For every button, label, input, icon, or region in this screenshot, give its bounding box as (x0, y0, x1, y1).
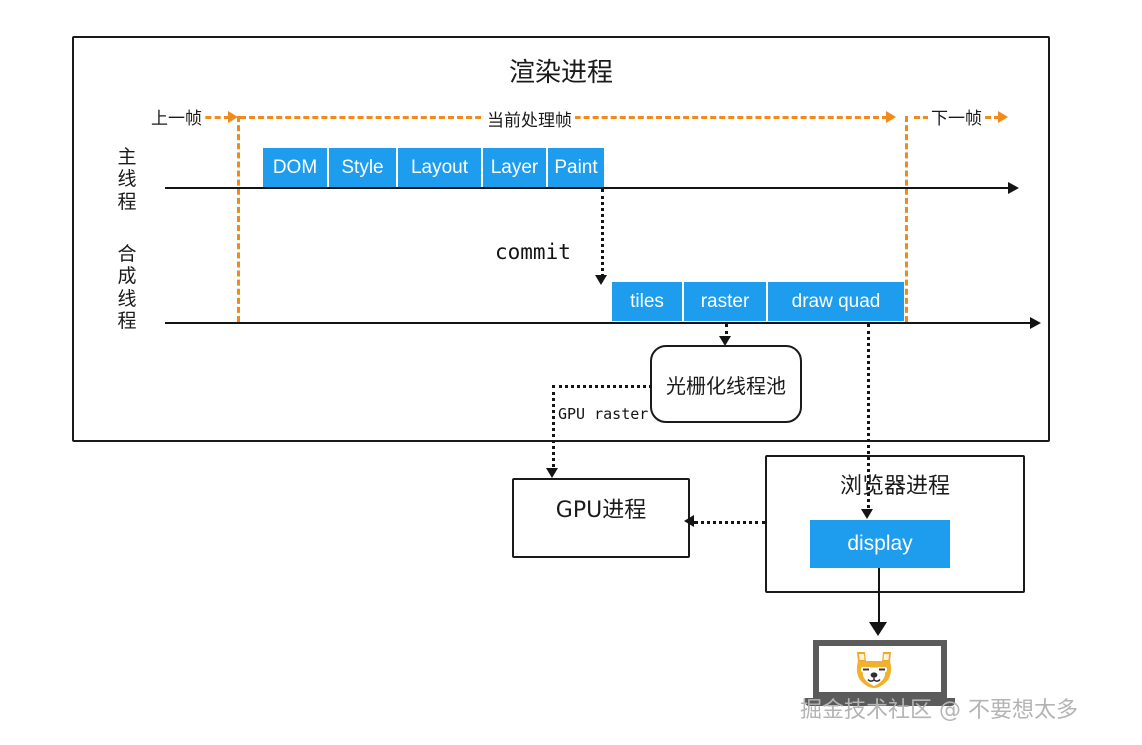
laptop-icon (805, 640, 955, 712)
previous-frame-arrow-icon (228, 111, 238, 123)
main-thread-timeline-arrow-icon (1008, 182, 1019, 194)
gpu-raster-horizontal-connector (552, 385, 652, 388)
compositor-thread-timeline (165, 322, 1035, 324)
laptop-base (805, 698, 955, 706)
display-box: display (810, 520, 950, 568)
compositor-stage-tiles: tiles (612, 282, 684, 321)
next-frame-arrow-icon (998, 111, 1008, 123)
gpu-raster-arrow-icon (546, 468, 558, 478)
compositor-thread-label: 合成线程 (114, 243, 140, 333)
thread-label-char: 合 (117, 243, 137, 265)
commit-label: commit (495, 240, 571, 264)
display-to-screen-arrow-icon (869, 622, 887, 636)
current-frame-label: 当前处理帧 (484, 106, 575, 131)
browser-to-gpu-connector (694, 521, 766, 524)
watermark-text: 掘金技术社区 @ 不要想太多 (800, 698, 1078, 723)
main-stage-style: Style (329, 148, 398, 187)
render-process-title: 渲染进程 (508, 58, 613, 88)
gpu-raster-label: GPU raster (558, 405, 649, 423)
draw-quad-to-display-connector (867, 324, 870, 514)
gpu-raster-vertical-connector (552, 385, 555, 473)
compositor-stage-raster: raster (684, 282, 768, 321)
browser-process-label: 浏览器进程 (839, 474, 950, 499)
rasterization-thread-pool-box (650, 345, 802, 423)
gpu-process-label: GPU进程 (555, 498, 647, 523)
frame-boundary-left (237, 116, 240, 322)
thread-label-char: 线 (117, 287, 137, 310)
main-stage-layer: Layer (483, 148, 548, 187)
main-thread-label: 主线程 (114, 146, 140, 213)
main-stage-paint: Paint (548, 148, 604, 187)
compositor-stage-draw-quad: draw quad (768, 282, 904, 321)
thread-label-char: 线 (117, 168, 137, 191)
thread-label-char: 主 (117, 146, 137, 168)
laptop-screen (813, 640, 947, 698)
frame-boundary-right (905, 116, 908, 322)
rasterization-thread-pool-label: 光栅化线程池 (666, 374, 786, 398)
main-stage-layout: Layout (398, 148, 483, 187)
commit-arrow-icon (595, 275, 607, 285)
current-frame-arrow-icon (886, 111, 896, 123)
main-stage-dom: DOM (263, 148, 329, 187)
shiba-face-icon (856, 652, 892, 688)
main-thread-timeline (165, 187, 1013, 189)
browser-process-box (765, 455, 1025, 593)
commit-connector-line (601, 189, 604, 277)
compositor-thread-timeline-arrow-icon (1030, 317, 1041, 329)
display-to-screen-connector (878, 568, 880, 626)
render-process-frame (72, 36, 1050, 442)
raster-to-pool-connector (725, 324, 728, 340)
previous-frame-dash-line (196, 116, 230, 119)
thread-label-char: 程 (117, 310, 137, 333)
thread-label-char: 程 (117, 190, 137, 213)
next-frame-label: 下一帧 (928, 104, 985, 129)
thread-label-char: 成 (117, 265, 137, 288)
browser-to-gpu-arrow-icon (684, 515, 694, 527)
previous-frame-label: 上一帧 (148, 104, 205, 129)
raster-to-pool-arrow-icon (719, 336, 731, 346)
draw-quad-to-display-arrow-icon (861, 509, 873, 519)
